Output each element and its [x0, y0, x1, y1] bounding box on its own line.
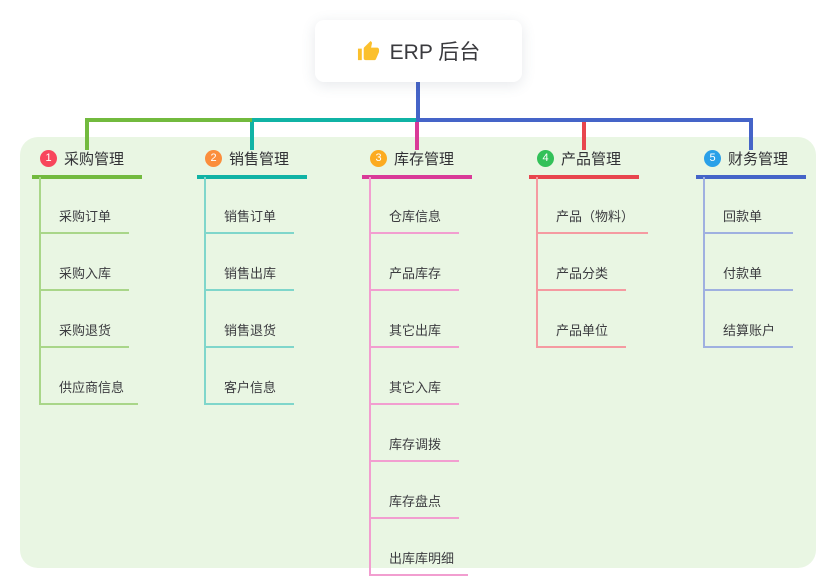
child-node[interactable]: 销售退货 — [206, 291, 294, 348]
child-node-label: 出库库明细 — [389, 551, 455, 566]
child-node-label: 采购入库 — [59, 266, 112, 281]
branch-title: 采购管理 — [64, 151, 125, 168]
branch-title: 库存管理 — [394, 151, 455, 168]
branch-1: 1 采购管理 采购订单采购入库采购退货供应商信息 — [32, 148, 202, 405]
branch-number-badge: 1 — [40, 150, 57, 167]
child-node-label: 采购订单 — [59, 209, 112, 224]
branch-children: 回款单付款单结算账户 — [703, 177, 793, 348]
child-node-label: 其它出库 — [389, 323, 442, 338]
branch-title: 产品管理 — [561, 151, 622, 168]
child-node-label: 付款单 — [723, 266, 763, 281]
child-node[interactable]: 其它出库 — [371, 291, 459, 348]
child-node[interactable]: 付款单 — [705, 234, 793, 291]
child-node[interactable]: 库存盘点 — [371, 462, 459, 519]
child-node[interactable]: 销售出库 — [206, 234, 294, 291]
branch-header-1[interactable]: 1 采购管理 — [32, 148, 142, 179]
branch-5: 5 财务管理 回款单付款单结算账户 — [696, 148, 839, 348]
child-node[interactable]: 销售订单 — [206, 177, 294, 234]
child-node-label: 其它入库 — [389, 380, 442, 395]
child-node[interactable]: 回款单 — [705, 177, 793, 234]
child-node[interactable]: 产品（物料） — [538, 177, 649, 234]
branch-3: 3 库存管理 仓库信息产品库存其它出库其它入库库存调拨库存盘点出库库明细 — [362, 148, 532, 576]
child-node-label: 供应商信息 — [59, 380, 125, 395]
child-node[interactable]: 其它入库 — [371, 348, 459, 405]
child-node-label: 客户信息 — [224, 380, 277, 395]
child-node[interactable]: 产品库存 — [371, 234, 459, 291]
child-node-label: 销售出库 — [224, 266, 277, 281]
child-node[interactable]: 产品分类 — [538, 234, 626, 291]
branch-header-5[interactable]: 5 财务管理 — [696, 148, 806, 179]
branch-children: 仓库信息产品库存其它出库其它入库库存调拨库存盘点出库库明细 — [369, 177, 469, 576]
child-node-label: 库存调拨 — [389, 437, 442, 452]
branch-children: 采购订单采购入库采购退货供应商信息 — [39, 177, 139, 405]
root-node-erp[interactable]: ERP 后台 — [315, 20, 522, 82]
child-node[interactable]: 出库库明细 — [371, 519, 469, 576]
branch-number-badge: 2 — [205, 150, 222, 167]
child-node[interactable]: 采购订单 — [41, 177, 129, 234]
branch-2: 2 销售管理 销售订单销售出库销售退货客户信息 — [197, 148, 367, 405]
child-node[interactable]: 结算账户 — [705, 291, 793, 348]
child-node-label: 销售退货 — [224, 323, 277, 338]
branch-number-badge: 5 — [704, 150, 721, 167]
root-title: ERP 后台 — [389, 41, 481, 64]
thumbs-up-icon — [357, 40, 380, 63]
branch-number-badge: 4 — [537, 150, 554, 167]
branch-number-badge: 3 — [370, 150, 387, 167]
branch-header-3[interactable]: 3 库存管理 — [362, 148, 472, 179]
branch-header-2[interactable]: 2 销售管理 — [197, 148, 307, 179]
child-node[interactable]: 采购入库 — [41, 234, 129, 291]
branch-header-4[interactable]: 4 产品管理 — [529, 148, 639, 179]
branch-title: 销售管理 — [229, 151, 290, 168]
child-node[interactable]: 供应商信息 — [41, 348, 139, 405]
child-node-label: 销售订单 — [224, 209, 277, 224]
child-node-label: 采购退货 — [59, 323, 112, 338]
child-node-label: 结算账户 — [723, 323, 776, 338]
child-node[interactable]: 库存调拨 — [371, 405, 459, 462]
child-node-label: 仓库信息 — [389, 209, 442, 224]
branch-children: 销售订单销售出库销售退货客户信息 — [204, 177, 294, 405]
mindmap-panel — [20, 137, 816, 568]
child-node-label: 产品库存 — [389, 266, 442, 281]
branch-4: 4 产品管理 产品（物料） 产品分类产品单位 — [529, 148, 699, 348]
child-node-label: 回款单 — [723, 209, 763, 224]
child-node-label: 产品分类 — [556, 266, 609, 281]
child-node[interactable]: 产品单位 — [538, 291, 626, 348]
child-node[interactable]: 客户信息 — [206, 348, 294, 405]
branch-children: 产品（物料） 产品分类产品单位 — [536, 177, 649, 348]
child-node-label: 产品单位 — [556, 323, 609, 338]
child-node[interactable]: 仓库信息 — [371, 177, 459, 234]
child-node-label: 产品（物料） — [556, 209, 635, 224]
child-node[interactable]: 采购退货 — [41, 291, 129, 348]
branch-title: 财务管理 — [728, 151, 789, 168]
child-node-label: 库存盘点 — [389, 494, 442, 509]
